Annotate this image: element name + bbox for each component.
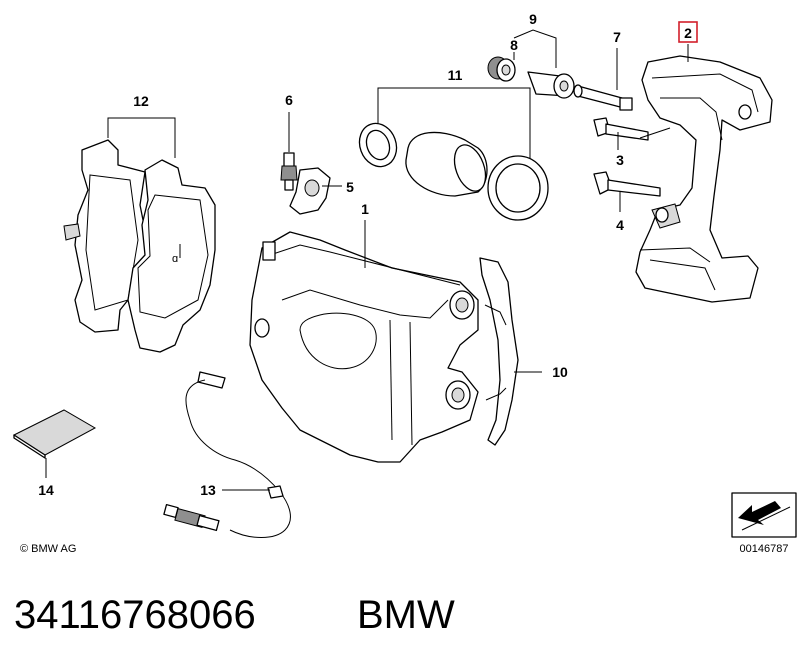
callout-3: 3 <box>616 152 624 168</box>
callout-2: 2 <box>684 25 692 41</box>
piston-kit-part-11: 11 <box>358 67 549 221</box>
bolt-part-3: 3 <box>593 117 671 168</box>
callout-2-highlight-box <box>678 21 698 43</box>
brake-pads-part-12: ɑ 12 <box>63 93 216 353</box>
wear-sensor-part-13: 13 <box>163 371 291 538</box>
callout-5: 5 <box>346 179 354 195</box>
callout-13: 13 <box>200 482 216 498</box>
guide-pin-part-7: 7 <box>573 29 633 111</box>
callout-10: 10 <box>552 364 568 380</box>
brand-label: BMW <box>357 593 455 637</box>
callout-12: 12 <box>133 93 149 109</box>
callout-8: 8 <box>510 37 518 53</box>
svg-text:ɑ: ɑ <box>172 253 178 265</box>
spring-clip-part-10: 10 <box>479 257 568 446</box>
bolt-part-4: 4 <box>593 171 661 233</box>
copyright-label: © BMW AG <box>20 543 76 555</box>
callout-14: 14 <box>38 482 54 498</box>
guide-bushing-part-9: 9 <box>513 11 575 99</box>
callout-9: 9 <box>529 11 537 27</box>
callout-1: 1 <box>361 201 369 217</box>
dust-cap-part-5: 5 <box>289 167 354 215</box>
callout-11: 11 <box>448 67 463 83</box>
bleeder-screw-part-6: 6 <box>280 92 298 191</box>
callout-6: 6 <box>285 92 293 108</box>
grease-packet-part-14: 14 <box>12 409 97 498</box>
caliper-carrier-part-2: 2 <box>635 21 773 303</box>
callout-4: 4 <box>616 217 624 233</box>
guide-bushing-part-8: 8 <box>487 37 518 82</box>
view-direction-icon: 00146787 <box>731 492 797 555</box>
caliper-housing-part-1: 1 <box>249 201 479 463</box>
callout-7: 7 <box>613 29 621 45</box>
diagram-number: 00146787 <box>740 543 789 555</box>
part-number-label: 34116768066 <box>14 593 256 637</box>
